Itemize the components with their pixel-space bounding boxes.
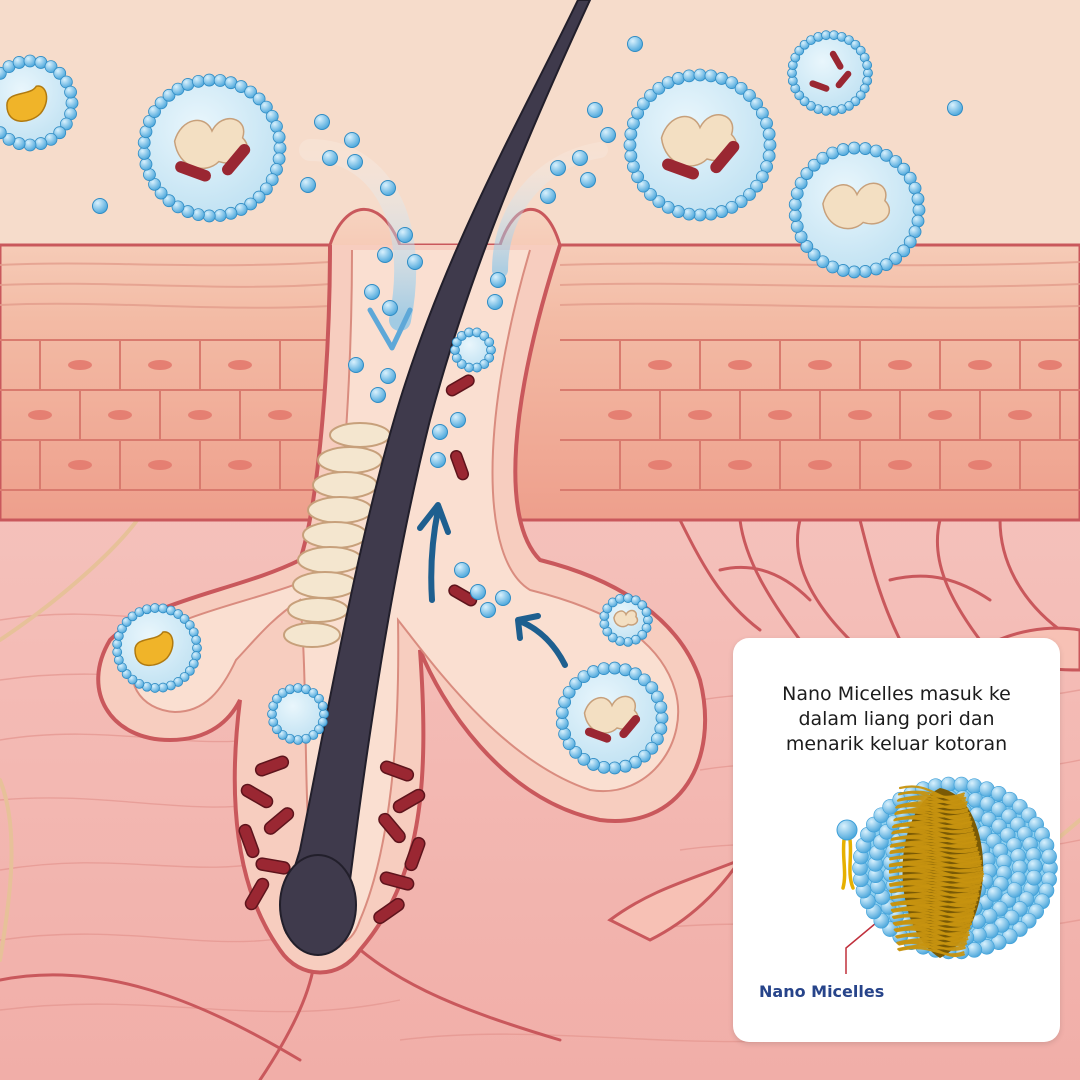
surfactant-dot (470, 584, 486, 600)
surfactant-dot (600, 127, 616, 143)
surfactant-dot (377, 247, 393, 263)
surfactant-dot (947, 100, 963, 116)
surfactant-dot (397, 227, 413, 243)
micelle-oil-follicle (112, 603, 202, 693)
micelle-dirt-top (623, 68, 777, 222)
surfactant-dot (380, 180, 396, 196)
surfactant-dot (92, 198, 108, 214)
hair-bulb (279, 854, 357, 956)
micelle-dirt-right (788, 141, 926, 279)
surfactant-dot (382, 300, 398, 316)
surfactant-dot (314, 114, 330, 130)
surfactant-dot (407, 254, 423, 270)
surfactant-dot (550, 160, 566, 176)
caption-line-1: Nano Micelles masuk ke (782, 683, 1011, 705)
micelle-group (0, 30, 963, 775)
micelle-tiny-canal (450, 327, 496, 373)
surfactant-dot (344, 132, 360, 148)
surfactant-dot (572, 150, 588, 166)
surfactant-dot (480, 602, 496, 618)
label-pointer (845, 912, 889, 974)
surfactant-dot (495, 590, 511, 606)
surfactant-dot (490, 272, 506, 288)
micelle-bacteria-small (787, 30, 873, 116)
info-card: Nano Micelles masuk ke dalam liang pori … (733, 638, 1060, 1042)
surfactant-molecule-icon (836, 819, 858, 890)
large-micelle-icon (852, 776, 1058, 960)
surfactant-dot (364, 284, 380, 300)
surfactant-dot (450, 412, 466, 428)
surfactant-dot (540, 188, 556, 204)
surfactant-dot (430, 452, 446, 468)
surfactant-dot (487, 294, 503, 310)
micelle-small-gland (599, 593, 653, 647)
surfactant-dot (587, 102, 603, 118)
surfactant-dot (347, 154, 363, 170)
surfactant-dot (322, 150, 338, 166)
up-arrow-icon (428, 507, 441, 603)
caption-line-2: dalam liang pori dan (798, 708, 995, 730)
surfactant-dot (580, 172, 596, 188)
nano-micelles-label: Nano Micelles (759, 982, 885, 1001)
surfactant-dot (454, 562, 470, 578)
caption-text: Nano Micelles masuk ke dalam liang pori … (733, 682, 1060, 757)
micelle-oil-topleft (0, 54, 79, 152)
micelle-dirt-bacteria (137, 73, 287, 223)
down-arrow-icon (367, 307, 413, 351)
surfactant-dot (300, 177, 316, 193)
micelle-empty-follicle (267, 683, 329, 745)
micelle-illustration (836, 776, 1058, 974)
bacteria-cluster (238, 374, 478, 925)
surfactant-dot (348, 357, 364, 373)
surfactant-dot (380, 368, 396, 384)
surfactant-dot (370, 387, 386, 403)
curved-arrow-icon (519, 619, 568, 668)
micelle-gland (555, 661, 669, 775)
surfactant-dot (627, 36, 643, 52)
caption-line-3: menarik keluar kotoran (785, 733, 1008, 755)
surfactant-dot (432, 424, 448, 440)
